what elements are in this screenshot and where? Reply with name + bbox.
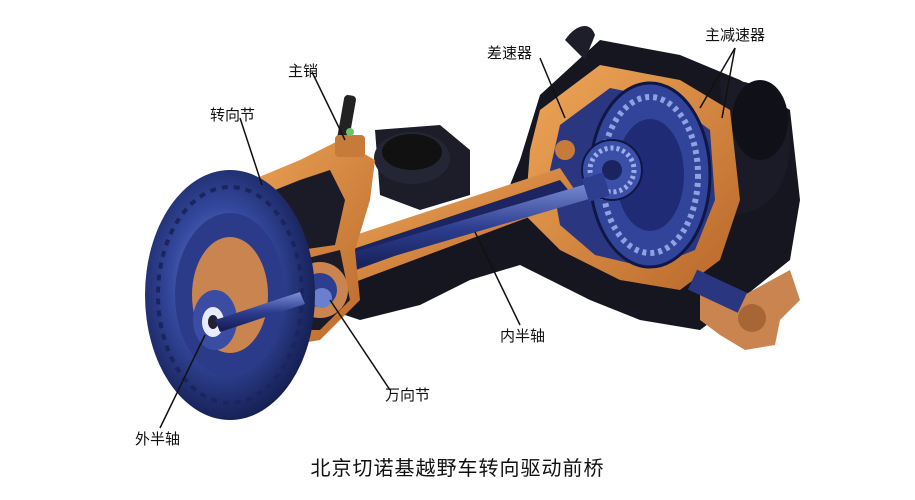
inner-half-shaft [320, 172, 611, 276]
final-drive-label: 主减速器 [705, 26, 766, 44]
output-flange [687, 269, 800, 350]
knuckle-label: 转向节 [210, 106, 256, 124]
inner-axle-label: 内半轴 [500, 327, 546, 345]
kingpin-label: 主销 [288, 62, 319, 80]
differential-label: 差速器 [487, 44, 533, 62]
outer-half-shaft [215, 292, 305, 332]
diagram-caption: 北京切诺基越野车转向驱动前桥 [310, 456, 605, 480]
universal-joint-label: 万向节 [385, 386, 431, 404]
brake-disc [145, 170, 315, 420]
king-pin [335, 95, 365, 157]
outer-axle-label: 外半轴 [135, 430, 181, 448]
leader-lines [159, 47, 736, 429]
